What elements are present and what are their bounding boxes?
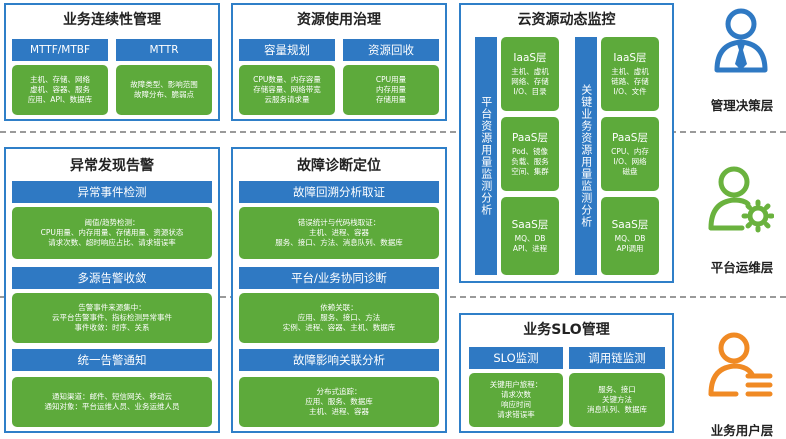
resource-recycling-bar: 资源回收 — [343, 39, 439, 61]
manager-user-icon — [714, 8, 768, 73]
mttf-mtbf-detail: 主机、存储、网络 虚机、容器、服务 应用、API、数据库 — [12, 65, 108, 115]
business-usage-vertical-bar: 关键业务资源用量监测分析 — [575, 37, 597, 275]
platform-paas-card: PaaS层 Pod、镜像 负载、服务 空间、集群 — [501, 117, 559, 191]
cloud-monitoring-panel: 云资源动态监控 平台资源用量监测分析 IaaS层 主机、虚机 网络、存储 I/O… — [459, 3, 674, 283]
business-paas-card: PaaS层 CPU、内存 I/O、网络 磁盘 — [601, 117, 659, 191]
anomaly-detection-bar: 异常事件检测 — [12, 181, 212, 203]
divider-top — [0, 131, 786, 133]
collaborative-diagnosis-bar: 平台/业务协同诊断 — [239, 267, 439, 289]
platform-iaas-card: IaaS层 主机、虚机 网络、存储 I/O、目录 — [501, 37, 559, 111]
call-chain-monitoring-bar: 调用链监测 — [569, 347, 665, 369]
impact-analysis-bar: 故障影响关联分析 — [239, 349, 439, 371]
business-continuity-panel: 业务连续性管理 MTTF/MTBF MTTR 主机、存储、网络 虚机、容器、服务… — [4, 3, 220, 121]
resource-governance-title: 资源使用治理 — [297, 12, 381, 28]
mttr-detail: 故障类型、影响范围 故障分布、脆弱点 — [116, 65, 212, 115]
slo-monitoring-bar: SLO监测 — [469, 347, 563, 369]
impact-analysis-detail: 分布式追踪： 应用、服务、数据库 主机、进程、容器 — [239, 377, 439, 427]
anomaly-alert-panel: 异常发现告警 异常事件检测 阈值/趋势检测： CPU用量、内存用量、存储用量、资… — [4, 147, 220, 433]
capacity-planning-bar: 容量规划 — [239, 39, 335, 61]
business-slo-title: 业务SLO管理 — [523, 322, 610, 338]
resource-recycling-detail: CPU用量 内存用量 存储用量 — [343, 65, 439, 115]
business-slo-panel: 业务SLO管理 SLO监测 调用链监测 关键用户旅程： 请求次数 响应时间 请求… — [459, 313, 674, 433]
business-user-icon — [708, 332, 773, 397]
management-layer-label: 管理决策层 — [710, 98, 774, 113]
alert-convergence-bar: 多源告警收敛 — [12, 267, 212, 289]
business-user-layer-label: 业务用户层 — [710, 423, 774, 438]
fault-trace-detail: 错误统计与代码栈取证： 主机、进程、容器 服务、接口、方法、消息队列、数据库 — [239, 207, 439, 259]
mttr-bar: MTTR — [116, 39, 212, 61]
anomaly-alert-title: 异常发现告警 — [70, 158, 154, 174]
alert-convergence-detail: 告警事件来源集中： 云平台告警事件、指标检测异常事件 事件收敛：时序、关系 — [12, 293, 212, 343]
platform-saas-card: SaaS层 MQ、DB API、进程 — [501, 197, 559, 275]
capacity-planning-detail: CPU数量、内存容量 存储容量、网络带宽 云服务请求量 — [239, 65, 335, 115]
anomaly-detection-detail: 阈值/趋势检测： CPU用量、内存用量、存储用量、资源状态 请求次数、超时响应占… — [12, 207, 212, 259]
platform-usage-vertical-bar: 平台资源用量监测分析 — [475, 37, 497, 275]
cloud-monitoring-title: 云资源动态监控 — [517, 12, 616, 28]
collaborative-diagnosis-detail: 依赖关联： 应用、服务、接口、方法 实例、进程、容器、主机、数据库 — [239, 293, 439, 343]
unified-notification-detail: 通知渠道：邮件、短信网关、移动云 通知对象：平台运维人员、业务运维人员 — [12, 377, 212, 427]
fault-diagnosis-title: 故障诊断定位 — [297, 158, 381, 174]
unified-notification-bar: 统一告警通知 — [12, 349, 212, 371]
business-iaas-card: IaaS层 主机、虚机 链路、存储 I/O、文件 — [601, 37, 659, 111]
fault-diagnosis-panel: 故障诊断定位 故障回溯分析取证 错误统计与代码栈取证： 主机、进程、容器 服务、… — [231, 147, 447, 433]
business-continuity-title: 业务连续性管理 — [63, 12, 161, 28]
mttf-mtbf-bar: MTTF/MTBF — [12, 39, 108, 61]
fault-trace-bar: 故障回溯分析取证 — [239, 181, 439, 203]
call-chain-monitoring-detail: 服务、接口 关键方法 消息队列、数据库 — [569, 373, 665, 427]
business-saas-card: SaaS层 MQ、DB API调用 — [601, 197, 659, 275]
slo-monitoring-detail: 关键用户旅程： 请求次数 响应时间 请求错误率 — [469, 373, 563, 427]
platform-ops-layer-label: 平台运维层 — [710, 260, 774, 275]
resource-governance-panel: 资源使用治理 容量规划 资源回收 CPU数量、内存容量 存储容量、网络带宽 云服… — [231, 3, 447, 121]
ops-user-gear-icon — [708, 166, 774, 233]
